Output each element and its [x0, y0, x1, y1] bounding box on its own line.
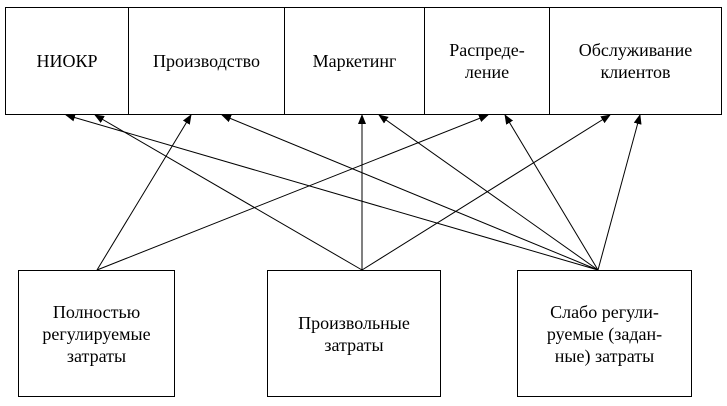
cost-discretionary-box: Произвольные затраты: [267, 270, 441, 397]
cost-weak-label: Слабо регули- руемые (задан- ные) затрат…: [546, 301, 663, 366]
arrow-group: [65, 113, 642, 271]
function-rnd-label: НИОКР: [36, 51, 98, 71]
function-marketing-box: Маркетинг: [284, 7, 425, 115]
cost-full-box: Полностью регулируемые затраты: [18, 270, 175, 397]
arrow-weak-to-production: [221, 114, 599, 271]
arrow-weak-to-rnd: [65, 113, 599, 271]
function-distribution-box: Распреде- ление: [424, 7, 550, 115]
cost-weak-box: Слабо регули- руемые (задан- ные) затрат…: [517, 270, 692, 397]
function-marketing-label: Маркетинг: [312, 51, 397, 71]
function-production-box: Производство: [128, 7, 285, 115]
arrow-weak-to-marketing: [378, 114, 599, 271]
arrow-full-to-distribution: [96, 114, 489, 271]
arrow-discretionary-to-service: [361, 114, 611, 271]
function-production-label: Производство: [153, 51, 260, 71]
cost-full-label: Полностью регулируемые затраты: [42, 301, 151, 366]
arrow-discretionary-to-rnd: [94, 114, 363, 271]
function-rnd-box: НИОКР: [5, 7, 129, 115]
function-distribution-label: Распреде- ление: [449, 40, 525, 82]
cost-discretionary-label: Произвольные затраты: [298, 312, 410, 355]
function-service-box: Обслуживание клиентов: [549, 7, 722, 115]
arrow-weak-to-distribution: [504, 114, 599, 271]
arrow-full-to-production: [96, 114, 192, 271]
arrow-weak-to-service: [597, 114, 642, 271]
function-service-label: Обслуживание клиентов: [578, 40, 693, 82]
